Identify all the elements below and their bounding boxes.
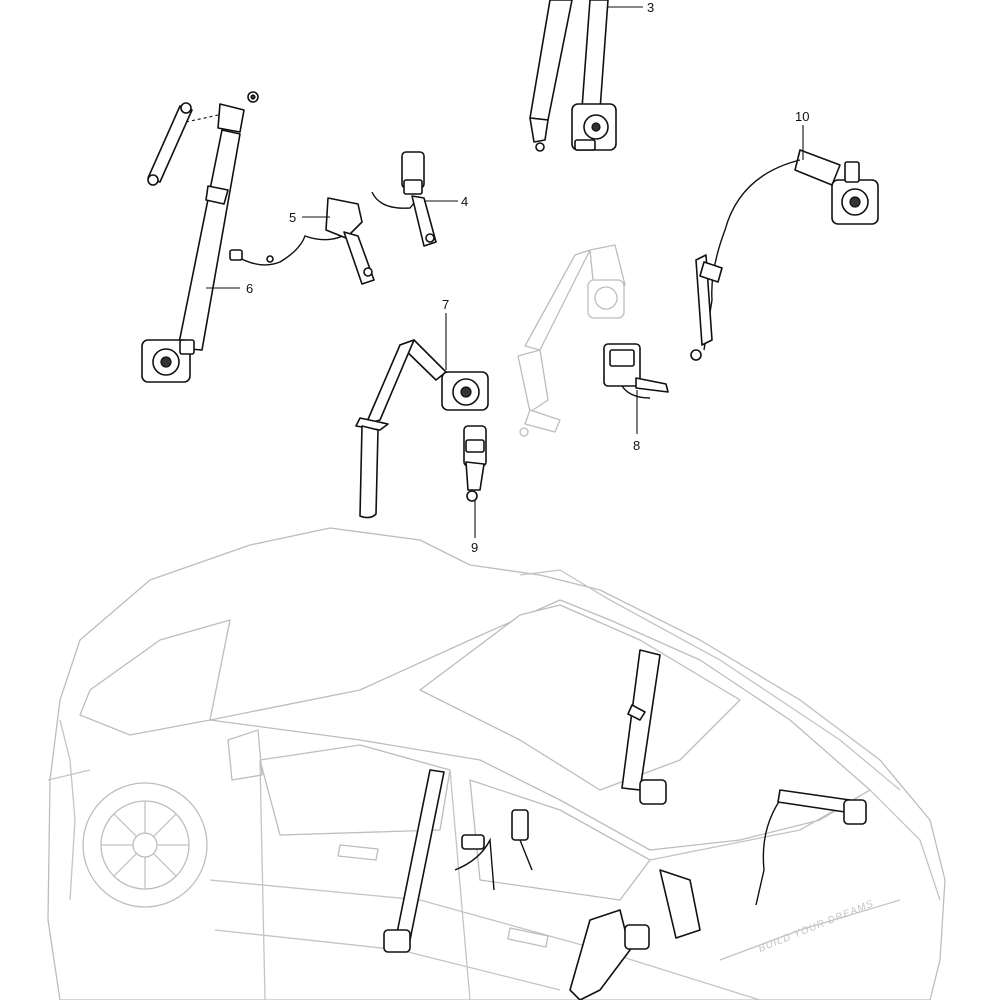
part-3-rear-retractor-belt: [529, 0, 617, 152]
part-5-buckle-with-harness: [229, 197, 375, 285]
callout-5: 5: [289, 210, 296, 225]
part-7-rear-left-belt: [355, 339, 489, 519]
installed-belts: [383, 649, 867, 1000]
reference-belt-ghost: [517, 244, 626, 437]
callout-3: 3: [647, 0, 654, 15]
callout-8: 8: [633, 438, 640, 453]
part-8-retractor-unit: [603, 343, 669, 399]
callout-6: 6: [246, 281, 253, 296]
callout-labels: 3 4 5 6 7 8 9 10: [246, 0, 809, 555]
callout-4: 4: [461, 194, 468, 209]
callout-7: 7: [442, 297, 449, 312]
callout-leaders: [206, 6, 804, 538]
part-9-buckle: [463, 425, 487, 502]
part-10-rear-right-belt: [690, 149, 879, 361]
callout-10: 10: [795, 109, 809, 124]
callout-9: 9: [471, 540, 478, 555]
part-6-front-seat-belt: [141, 91, 259, 383]
vehicle-outline: BUILD YOUR DREAMS: [47, 527, 946, 1000]
part-4-center-buckle: [371, 151, 437, 247]
